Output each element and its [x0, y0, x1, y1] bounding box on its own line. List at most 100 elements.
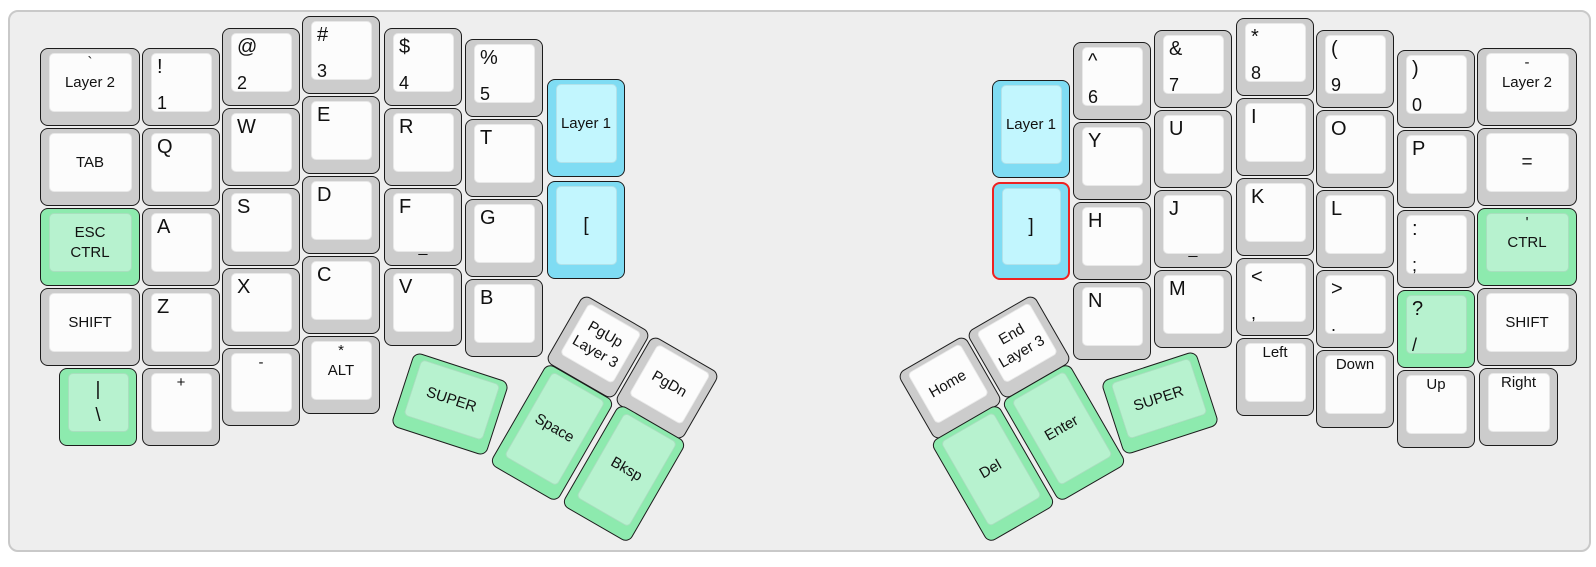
- keycap-top: [559, 302, 642, 385]
- key-layer1-right[interactable]: Layer 1: [992, 80, 1070, 178]
- key-left-bracket[interactable]: [: [547, 181, 625, 279]
- keycap-top: [474, 124, 535, 183]
- key-h[interactable]: H: [1073, 202, 1151, 280]
- key-w[interactable]: W: [222, 108, 300, 186]
- keycap-top: [311, 181, 372, 240]
- keycap-top: [151, 373, 212, 432]
- key-period-gt[interactable]: >.: [1316, 270, 1394, 348]
- keycap-top: [311, 341, 372, 400]
- key-3-hash[interactable]: #3: [302, 16, 380, 94]
- keycap-top: [151, 293, 212, 352]
- keycap-top: [976, 302, 1059, 384]
- keycap-top: [628, 343, 711, 426]
- keycap-top: [393, 273, 454, 332]
- key-colon-semicolon[interactable]: :;: [1397, 210, 1475, 288]
- key-c[interactable]: C: [302, 256, 380, 334]
- key-quote-ctrl[interactable]: 'CTRL: [1477, 208, 1577, 286]
- key-f[interactable]: F_: [384, 188, 462, 266]
- key-x[interactable]: X: [222, 268, 300, 346]
- key-right-bracket[interactable]: ]: [992, 182, 1070, 280]
- key-1-exclaim[interactable]: !1: [142, 48, 220, 126]
- keycap-top: [311, 21, 372, 80]
- keycap-top: [311, 101, 372, 160]
- keycap-top: [907, 343, 990, 425]
- key-shift-right[interactable]: SHIFT: [1477, 288, 1577, 366]
- key-5-percent[interactable]: %5: [465, 39, 543, 117]
- key-tab[interactable]: TAB: [40, 128, 140, 206]
- key-layer1-left[interactable]: Layer 1: [547, 79, 625, 177]
- keycap-top: [474, 44, 535, 103]
- key-k[interactable]: K: [1236, 178, 1314, 256]
- keycap-top: [1110, 357, 1208, 440]
- key-e[interactable]: E: [302, 96, 380, 174]
- key-arrow-up[interactable]: Up: [1397, 370, 1475, 448]
- key-comma-lt[interactable]: <,: [1236, 258, 1314, 336]
- key-asterisk-alt[interactable]: *ALT: [302, 336, 380, 414]
- keycap-top: [556, 186, 617, 265]
- keycap-top: [1325, 355, 1386, 414]
- keycap-top: [49, 213, 132, 272]
- key-arrow-down[interactable]: Down: [1316, 350, 1394, 428]
- keycap-top: [1406, 375, 1467, 434]
- key-esc-ctrl[interactable]: ESC CTRL: [40, 208, 140, 286]
- key-j[interactable]: J_: [1154, 190, 1232, 268]
- keycap-top: [474, 204, 535, 263]
- key-0-rparen[interactable]: )0: [1397, 50, 1475, 128]
- keycap-top: [1002, 188, 1061, 265]
- keycap-top: [1163, 195, 1224, 254]
- key-t[interactable]: T: [465, 119, 543, 197]
- keycap-top: [1486, 213, 1569, 272]
- keycap-top: [1245, 263, 1306, 322]
- keycap-top: [1406, 55, 1467, 114]
- key-v[interactable]: V: [384, 268, 462, 346]
- key-b[interactable]: B: [465, 279, 543, 357]
- key-super-left[interactable]: SUPER: [390, 351, 510, 457]
- key-arrow-right[interactable]: Right: [1479, 368, 1558, 446]
- keycap-top: [151, 53, 212, 112]
- keycap-top: [231, 113, 292, 172]
- key-super-right[interactable]: SUPER: [1100, 350, 1220, 456]
- key-g[interactable]: G: [465, 199, 543, 277]
- key-2-at[interactable]: @2: [222, 28, 300, 106]
- key-n[interactable]: N: [1073, 282, 1151, 360]
- key-6-caret[interactable]: ^6: [1073, 42, 1151, 120]
- keycap-top: [1486, 293, 1569, 352]
- keycap-top: [1325, 275, 1386, 334]
- key-8-asterisk[interactable]: *8: [1236, 18, 1314, 96]
- key-q[interactable]: Q: [142, 128, 220, 206]
- key-r[interactable]: R: [384, 108, 462, 186]
- key-grave-layer2[interactable]: `Layer 2: [40, 48, 140, 126]
- key-pipe-backslash[interactable]: | \: [59, 368, 137, 446]
- keycap-top: [556, 84, 617, 163]
- key-z[interactable]: Z: [142, 288, 220, 366]
- key-plus[interactable]: +: [142, 368, 220, 446]
- key-9-lparen[interactable]: (9: [1316, 30, 1394, 108]
- keycap-top: [49, 53, 132, 112]
- key-arrow-left[interactable]: Left: [1236, 338, 1314, 416]
- key-shift-left[interactable]: SHIFT: [40, 288, 140, 366]
- key-7-amp[interactable]: &7: [1154, 30, 1232, 108]
- keycap-top: [231, 353, 292, 412]
- key-minus[interactable]: -: [222, 348, 300, 426]
- keycap-top: [1325, 195, 1386, 254]
- key-minus-layer2[interactable]: -Layer 2: [1477, 48, 1577, 126]
- key-equals[interactable]: =: [1477, 128, 1577, 206]
- key-d[interactable]: D: [302, 176, 380, 254]
- key-question-slash[interactable]: ?/: [1397, 290, 1475, 368]
- key-l[interactable]: L: [1316, 190, 1394, 268]
- key-o[interactable]: O: [1316, 110, 1394, 188]
- key-y[interactable]: Y: [1073, 122, 1151, 200]
- keycap-top: [68, 373, 129, 432]
- key-m[interactable]: M: [1154, 270, 1232, 348]
- keycap-top: [1163, 115, 1224, 174]
- key-a[interactable]: A: [142, 208, 220, 286]
- keycap-top: [1082, 207, 1143, 266]
- key-s[interactable]: S: [222, 188, 300, 266]
- keycap-top: [1082, 287, 1143, 346]
- keycap-top: [1245, 343, 1306, 402]
- key-p[interactable]: P: [1397, 130, 1475, 208]
- key-u[interactable]: U: [1154, 110, 1232, 188]
- key-i[interactable]: I: [1236, 98, 1314, 176]
- key-4-dollar[interactable]: $4: [384, 28, 462, 106]
